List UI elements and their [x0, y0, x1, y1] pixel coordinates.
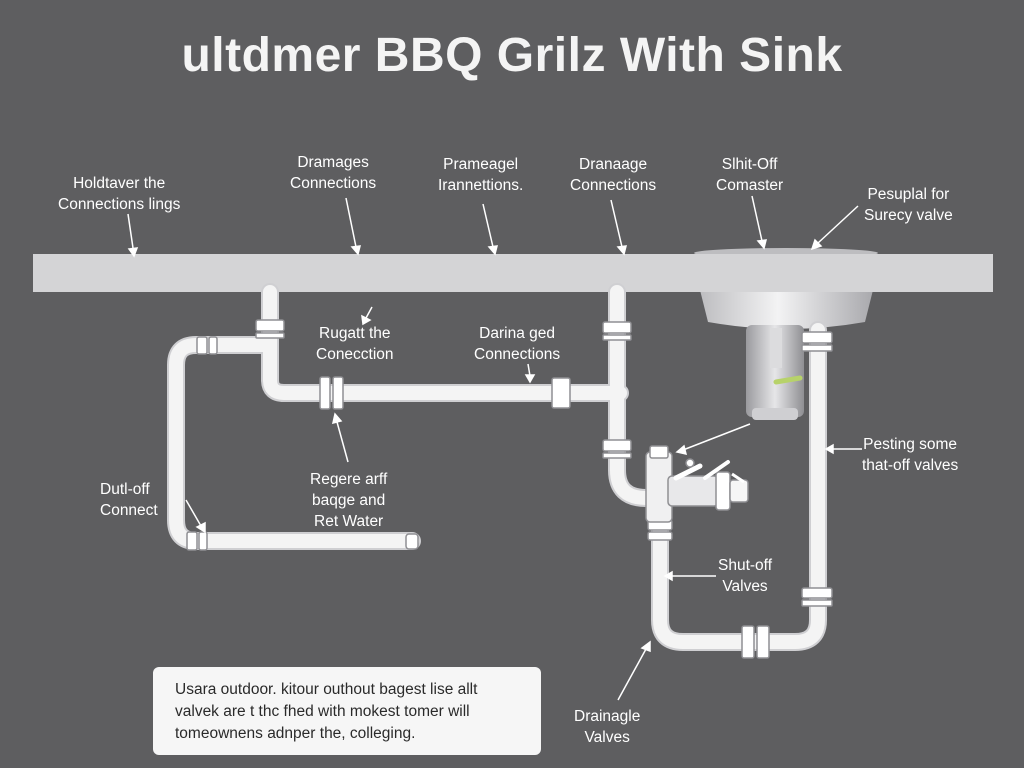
- countertop: [33, 254, 993, 292]
- note-line: tomeownens adnper the, colleging.: [175, 725, 416, 742]
- note-box: Usara outdoor. kitour outhout bagest lis…: [153, 667, 541, 755]
- shutoff-valve-assembly: [645, 445, 749, 523]
- note-line: Usara outdoor. kitour outhout bagest lis…: [175, 681, 478, 698]
- page-title: ultdmer BBQ Grilz With Sink: [181, 29, 843, 82]
- sink-drain-body: [746, 325, 804, 420]
- pipe-fittings: [186, 319, 833, 659]
- leader-arrows: [127, 195, 862, 701]
- note-line: valvek are t thc fhed with mokest tomer …: [175, 703, 470, 720]
